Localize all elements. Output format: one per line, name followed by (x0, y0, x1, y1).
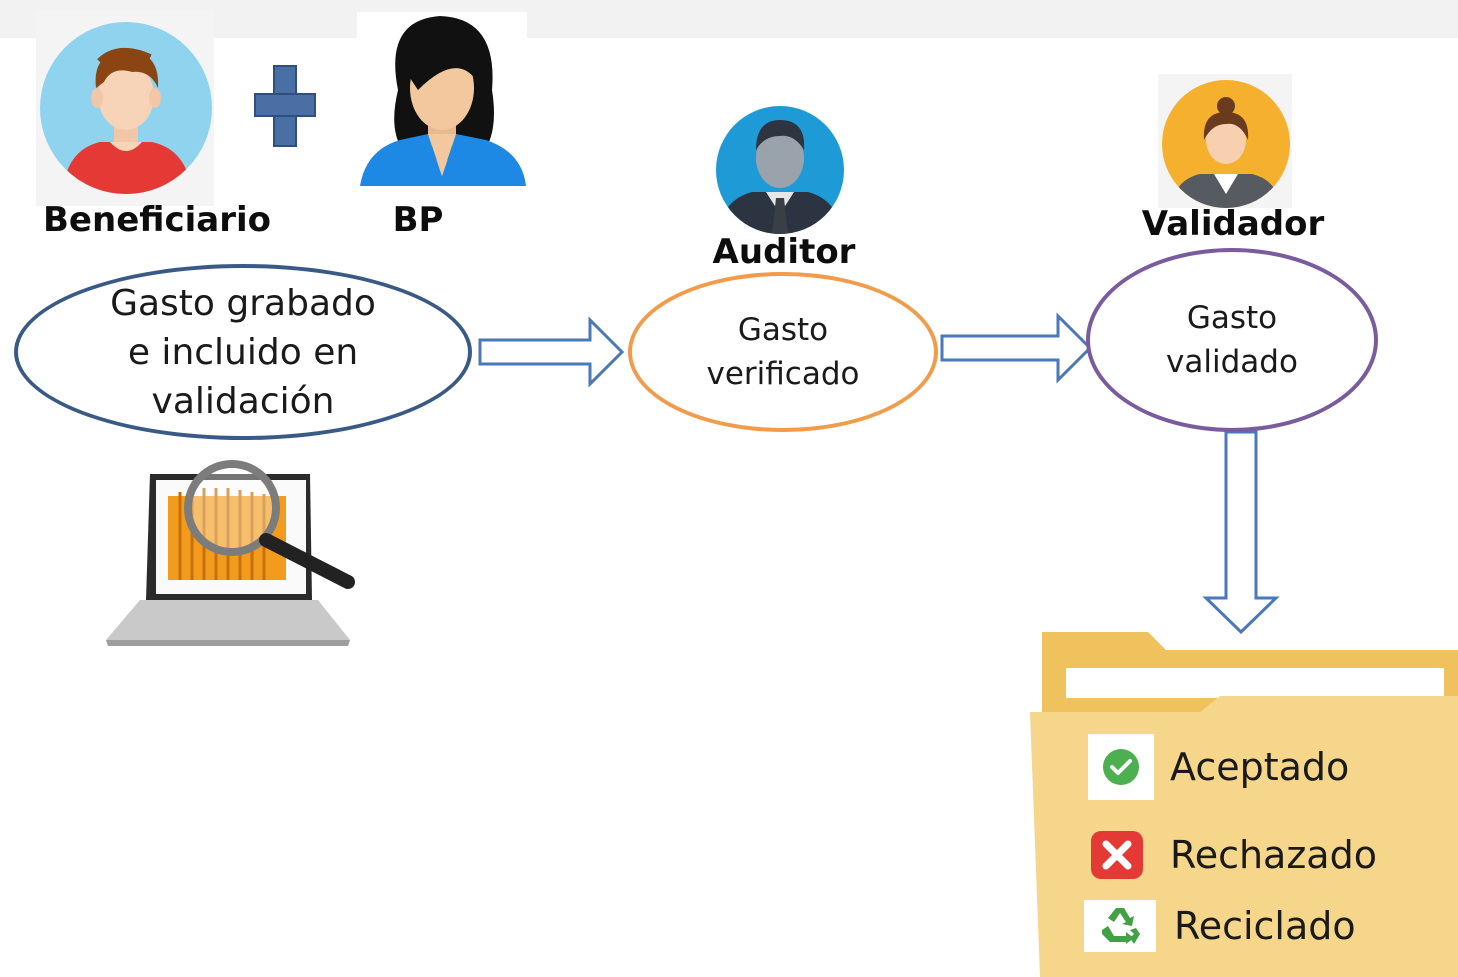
status-item-recycled: Reciclado (1084, 900, 1356, 952)
step-verified-text: Gasto verificado (706, 312, 860, 392)
status-label: Reciclado (1174, 904, 1356, 948)
step-registered-node: Gasto grabado e incluido en validación (14, 264, 472, 440)
auditor-avatar-icon (716, 106, 844, 234)
plus-icon (254, 65, 316, 147)
role-auditor-label: Auditor (712, 232, 856, 272)
status-item-rejected: Rechazado (1088, 828, 1377, 882)
step-validated-node: Gasto validado (1086, 248, 1378, 432)
validator-avatar-icon (1158, 74, 1292, 208)
status-label: Rechazado (1170, 833, 1377, 877)
status-item-accepted: Aceptado (1088, 734, 1349, 800)
role-bp-label: BP (392, 200, 444, 240)
recycle-icon (1084, 900, 1156, 952)
arrow-validated-to-folder (1202, 430, 1280, 635)
step-validated-text: Gasto validado (1166, 300, 1298, 380)
flow-arrows (478, 312, 1280, 635)
bp-avatar-icon (357, 12, 527, 188)
role-beneficiary-label: Beneficiario (43, 200, 271, 240)
x-square-icon (1088, 828, 1146, 882)
role-validator-label: Validador (1141, 204, 1325, 244)
step-registered-text: Gasto grabado e incluido en validación (110, 282, 376, 422)
arrow-registered-to-verified (478, 316, 625, 388)
top-band (0, 0, 1458, 38)
status-label: Aceptado (1170, 745, 1350, 789)
step-verified-node: Gasto verificado (628, 272, 938, 432)
laptop-search-icon (106, 460, 355, 646)
check-circle-icon (1088, 734, 1154, 800)
arrow-verified-to-validated (940, 312, 1093, 384)
beneficiary-avatar-icon (36, 10, 214, 206)
